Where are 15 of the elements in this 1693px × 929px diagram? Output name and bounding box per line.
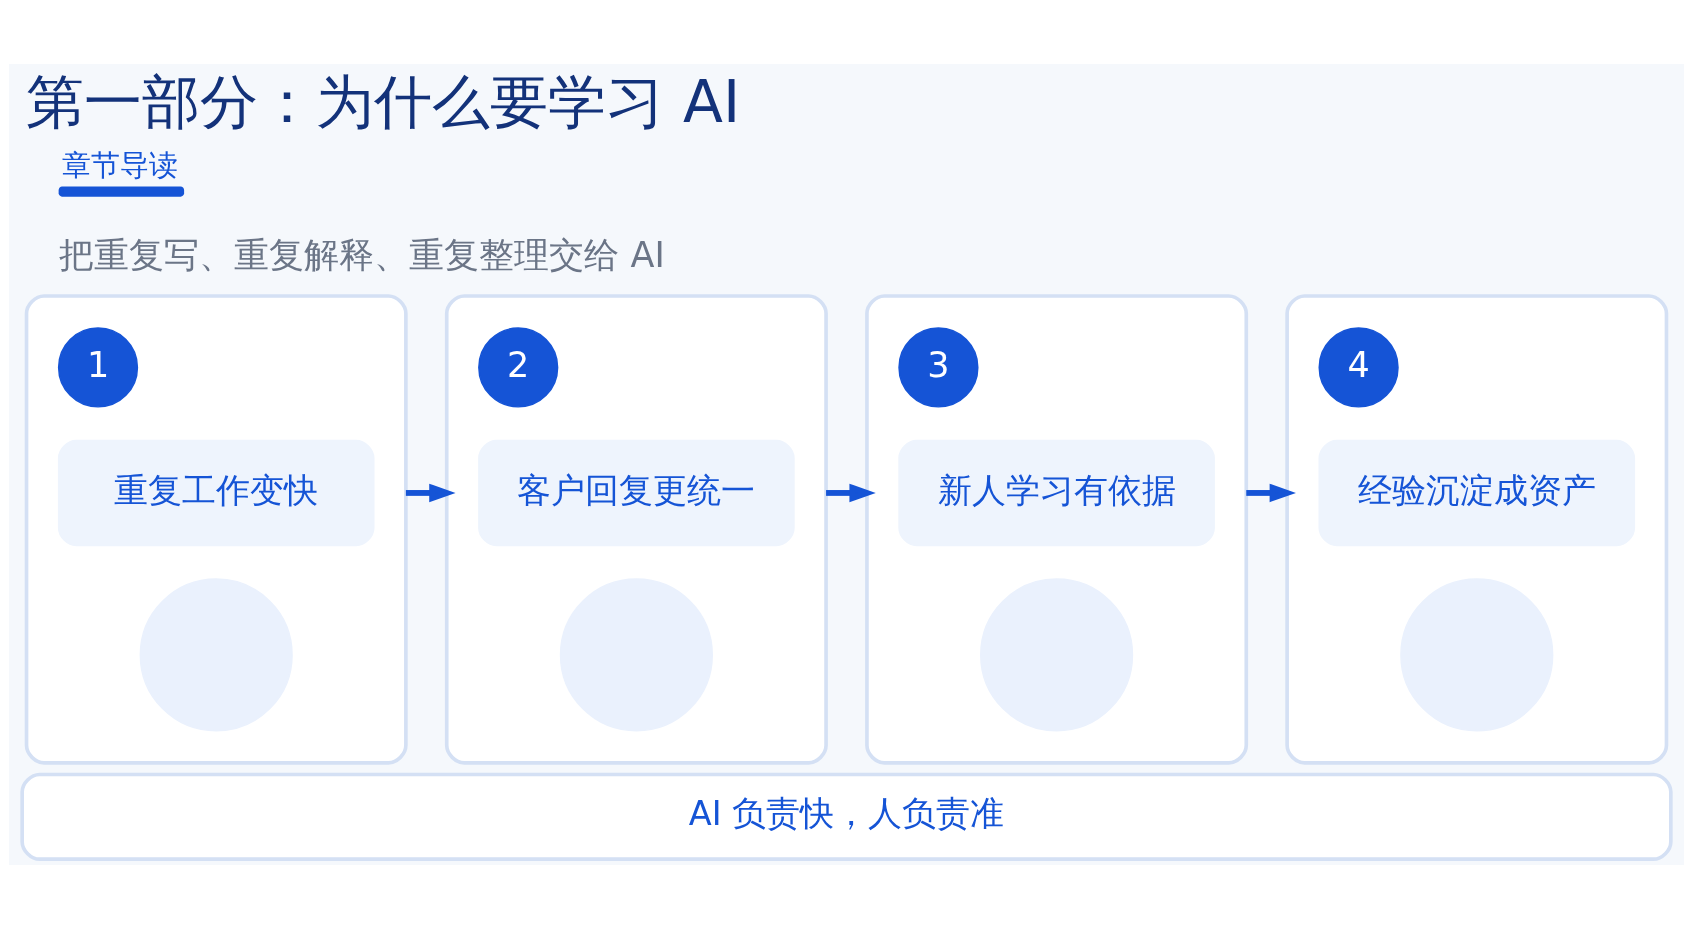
arrow	[405, 483, 456, 503]
arrow	[1246, 483, 1296, 503]
cluster	[1285, 294, 1669, 765]
node-circle: 4	[1318, 327, 1399, 408]
cluster	[24, 294, 408, 765]
node-box: AI 负责快，人负责准	[20, 772, 1673, 861]
arrow	[826, 483, 876, 503]
label: 把重复写、重复解释、重复整理交给 AI	[59, 235, 665, 276]
diagram-title: 第一部分：为什么要学习 AI	[26, 68, 741, 137]
cluster	[865, 294, 1249, 765]
node-circle: 1	[57, 327, 139, 408]
cluster	[444, 294, 828, 765]
node-circle: 3	[898, 327, 979, 408]
label: 章节导读	[61, 147, 178, 182]
node-circle: 2	[478, 327, 559, 408]
